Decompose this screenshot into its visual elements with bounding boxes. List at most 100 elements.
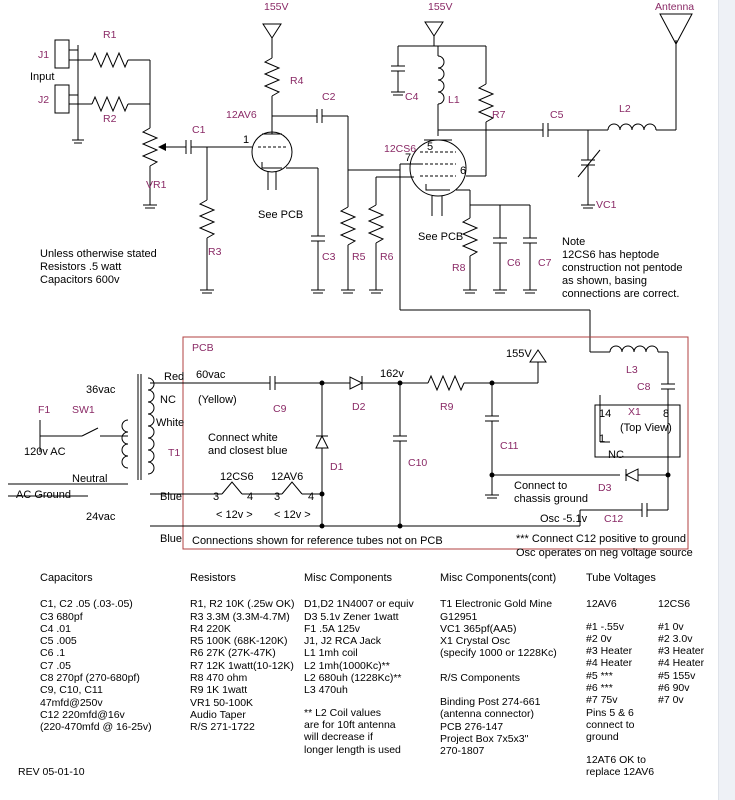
resistor-line: R6 27K (27K-47K) xyxy=(190,647,276,660)
blue1-label: Blue xyxy=(160,491,182,503)
switch-sw1[interactable] xyxy=(81,427,99,437)
tube-voltage-row: #5 *** xyxy=(586,669,613,682)
tube-voltage-title: Tube Voltages xyxy=(586,572,656,584)
d3-label: D3 xyxy=(598,482,612,494)
pin1-label: 1 xyxy=(243,134,249,146)
resistor-line: R4 220K xyxy=(190,622,231,635)
tube-voltage-row: #4 Heater xyxy=(586,657,633,670)
misc-cont-line: T1 Electronic Gold Mine xyxy=(440,598,553,611)
resistor-r8 xyxy=(461,217,479,257)
capacitor-line: C1, C2 .05 (.03-.05) xyxy=(40,598,133,611)
resistor-line: R3 3.3M (3.3M-4.7M) xyxy=(190,610,290,623)
resistor-line: Audio Taper xyxy=(190,708,246,721)
resistor-list-title: Resistors xyxy=(190,572,236,584)
coil-note-line: will decrease if xyxy=(304,731,373,744)
resistor-line: VR1 50-100K xyxy=(190,696,254,709)
yellow-label: (Yellow) xyxy=(198,394,237,406)
c9-label: C9 xyxy=(273,403,287,415)
tube-note-4: as shown, basing xyxy=(562,275,647,287)
d2-label: D2 xyxy=(352,401,366,413)
power-supply xyxy=(8,336,689,550)
nc-label: NC xyxy=(160,394,176,406)
tube-voltage-row: #3 Heater xyxy=(586,645,633,658)
heater-tube-b: 12AV6 xyxy=(271,471,303,483)
connect-chassis-1: Connect to xyxy=(514,480,567,492)
tube-note-3: construction not pentode xyxy=(562,262,682,274)
tube-voltage-table: Tube Voltages 12AV6 #1 -.55v #2 0v #3 He… xyxy=(586,572,718,778)
jack-j1 xyxy=(54,39,70,69)
resistor-list: Resistors R1, R2 10K (.25w OK) R3 3.3M (… xyxy=(190,572,294,734)
capacitor-line: (220-470mfd @ 16-25v) xyxy=(40,721,152,734)
transformer-secondary xyxy=(147,377,155,475)
antenna-icon xyxy=(659,13,693,46)
neutral-label: Neutral xyxy=(72,473,107,485)
tube-voltage-row: #1 0v xyxy=(658,620,684,633)
capacitor-list: Capacitors C1, C2 .05 (.03-.05) C3 680pf… xyxy=(40,572,152,734)
c10-label: C10 xyxy=(408,457,427,469)
resistor-r3 xyxy=(198,199,216,239)
tube-voltage-row: #5 155v xyxy=(658,669,696,682)
tube-note-5: connections are correct. xyxy=(562,288,679,300)
v162-label: 162v xyxy=(380,368,404,380)
r7-label: R7 xyxy=(492,109,506,121)
reference-note: Connections shown for reference tubes no… xyxy=(192,535,443,547)
tube1-label: 12AV6 xyxy=(226,109,257,121)
tube-note-2: 12CS6 has heptode xyxy=(562,249,659,261)
misc-line: L2 680uh (1228Kc)** xyxy=(304,672,402,685)
see-pcb-1: See PCB xyxy=(258,209,303,221)
resistor-r6 xyxy=(367,204,385,244)
capacitor-line: C8 270pf (270-680pf) xyxy=(40,672,140,685)
connect-chassis-2: chassis ground xyxy=(514,493,588,505)
heater-pin3a: 3 xyxy=(213,491,219,503)
supply-label-2: 155V xyxy=(428,1,453,13)
revision-label: REV 05-01-10 xyxy=(18,766,85,778)
misc-cont-line: VC1 365pf(AA5) xyxy=(440,622,517,635)
j1-label: J1 xyxy=(38,49,49,61)
inductor-l2 xyxy=(607,123,657,131)
pin5-label: 5 xyxy=(427,141,433,153)
misc-cont-line: (specify 1000 or 1228Kc) xyxy=(440,647,557,660)
v155-label: 155V xyxy=(506,348,532,360)
inductor-l3 xyxy=(609,345,659,353)
general-note-1: Unless otherwise stated xyxy=(40,248,157,260)
heater-tube-a: 12CS6 xyxy=(220,471,254,483)
tube-12cs6 xyxy=(409,139,467,197)
tube-col-title: 12CS6 xyxy=(658,598,691,611)
resistor-line: R/S 271-1722 xyxy=(190,721,255,734)
rs-line: Project Box 7x5x3" xyxy=(440,732,529,745)
c7-label: C7 xyxy=(538,257,552,269)
tube-voltage-row: #1 -.55v xyxy=(586,620,624,633)
r2-label: R2 xyxy=(103,113,117,125)
osc-label: Osc -5.1v xyxy=(540,513,588,525)
zener-d3 xyxy=(624,468,639,482)
pins-note-line: connect to xyxy=(586,718,635,731)
j2-label: J2 xyxy=(38,94,49,106)
pin6-label: 6 xyxy=(460,165,466,177)
c3-label: C3 xyxy=(322,251,336,263)
resistor-r5 xyxy=(339,206,357,246)
x1-pin1: 1 xyxy=(599,433,605,445)
v60-label: 60vac xyxy=(196,369,226,381)
v24-label: 24vac xyxy=(86,511,116,523)
c12-note: *** Connect C12 positive to ground xyxy=(516,533,686,545)
tube-12av6 xyxy=(251,131,293,173)
pins-note-line: Pins 5 & 6 xyxy=(586,706,634,719)
coil-note-line: are for 10ft antenna xyxy=(304,718,396,731)
t1-label: T1 xyxy=(168,447,180,459)
capacitor-list-title: Capacitors xyxy=(40,572,93,584)
capacitor-line: 47mfd@250v xyxy=(40,696,103,709)
crystal-osc-x1 xyxy=(594,404,681,458)
c6-label: C6 xyxy=(507,257,521,269)
pin7-label: 7 xyxy=(405,152,411,164)
diode-d1 xyxy=(315,434,329,449)
c5-label: C5 xyxy=(550,109,564,121)
jack-j2 xyxy=(54,84,70,114)
c8-label: C8 xyxy=(637,381,651,393)
capacitor-line: C4 .01 xyxy=(40,622,71,635)
resistor-r2 xyxy=(91,95,129,113)
tube-voltage-row: #7 0v xyxy=(658,694,684,707)
resistor-r4 xyxy=(263,57,281,97)
osc-note: Osc operates on neg voltage source xyxy=(516,547,693,559)
rs-line: Binding Post 274-661 xyxy=(440,696,541,709)
replace-note-line: replace 12AV6 xyxy=(586,765,655,778)
